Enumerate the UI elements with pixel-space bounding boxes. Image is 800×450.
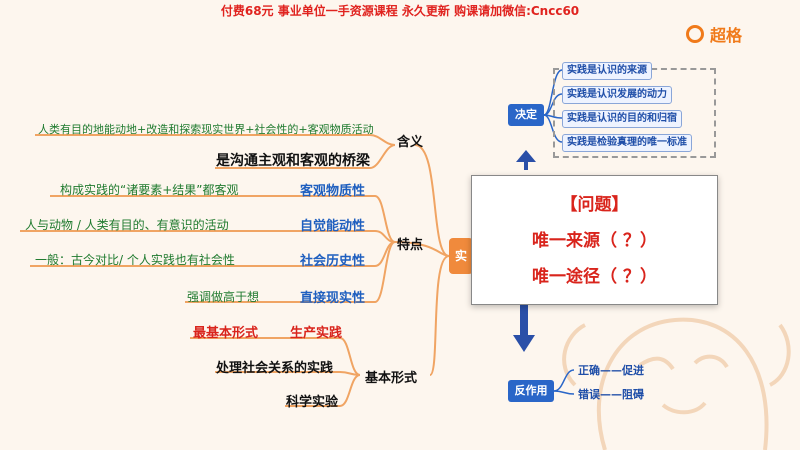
decides-item-3: 实践是认识的目的和归宿	[562, 110, 682, 128]
popup-line-1: 唯一来源（ ？）	[532, 231, 657, 251]
feature-note-4: 强调做高于想	[187, 290, 260, 304]
feature-note-2: 人与动物 / 人类有目的、有意识的活动	[25, 218, 229, 232]
feature-note-3: 一般：古今对比/ 个人实践也有社会性	[35, 253, 235, 267]
decides-item-4: 实践是检验真理的唯一标准	[562, 134, 692, 152]
logo-text: 超格	[710, 26, 743, 45]
basic-form-production: 生产实践	[290, 326, 343, 341]
branch-label-meaning: 含义	[397, 135, 424, 150]
decides-item-2: 实践是认识发展的动力	[562, 86, 672, 104]
popup-title: 【问题】	[560, 195, 629, 215]
reaction-item-wrong: 错误——阻碍	[578, 388, 644, 401]
meaning-definition: 人类有目的地能动地+改造和探索现实世界+社会性的+客观物质活动	[38, 123, 374, 136]
basic-form-science: 科学实验	[286, 395, 339, 410]
reaction-item-correct: 正确——促进	[578, 364, 644, 377]
promo-banner: 付费68元 事业单位一手资源课程 永久更新 购课请加微信:Cncc60	[220, 4, 580, 18]
feature-name-4: 直接现实性	[300, 291, 366, 306]
basic-form-social: 处理社会关系的实践	[216, 361, 334, 376]
popup-line-2: 唯一途径（ ？）	[532, 267, 657, 287]
logo-icon	[686, 25, 704, 43]
node-decides: 决定	[508, 104, 544, 126]
question-popup: 【问题】 唯一来源（ ？） 唯一途径（ ？）	[471, 175, 718, 305]
meaning-bridge: 是沟通主观和客观的桥梁	[216, 153, 370, 169]
branch-label-features: 特点	[397, 238, 424, 253]
node-reaction: 反作用	[508, 380, 554, 402]
feature-name-3: 社会历史性	[300, 254, 366, 269]
decides-item-1: 实践是认识的来源	[562, 62, 652, 80]
feature-name-1: 客观物质性	[300, 184, 366, 199]
basic-form-prefix: 最基本形式	[193, 326, 259, 341]
feature-note-1: 构成实践的“诸要素+结果”都客观	[60, 183, 239, 197]
center-node-practice: 实	[449, 238, 473, 274]
branch-label-basic-forms: 基本形式	[365, 371, 418, 386]
brand-logo: 超格	[686, 22, 742, 46]
feature-name-2: 自觉能动性	[300, 219, 366, 234]
mascot-illustration	[562, 317, 791, 450]
